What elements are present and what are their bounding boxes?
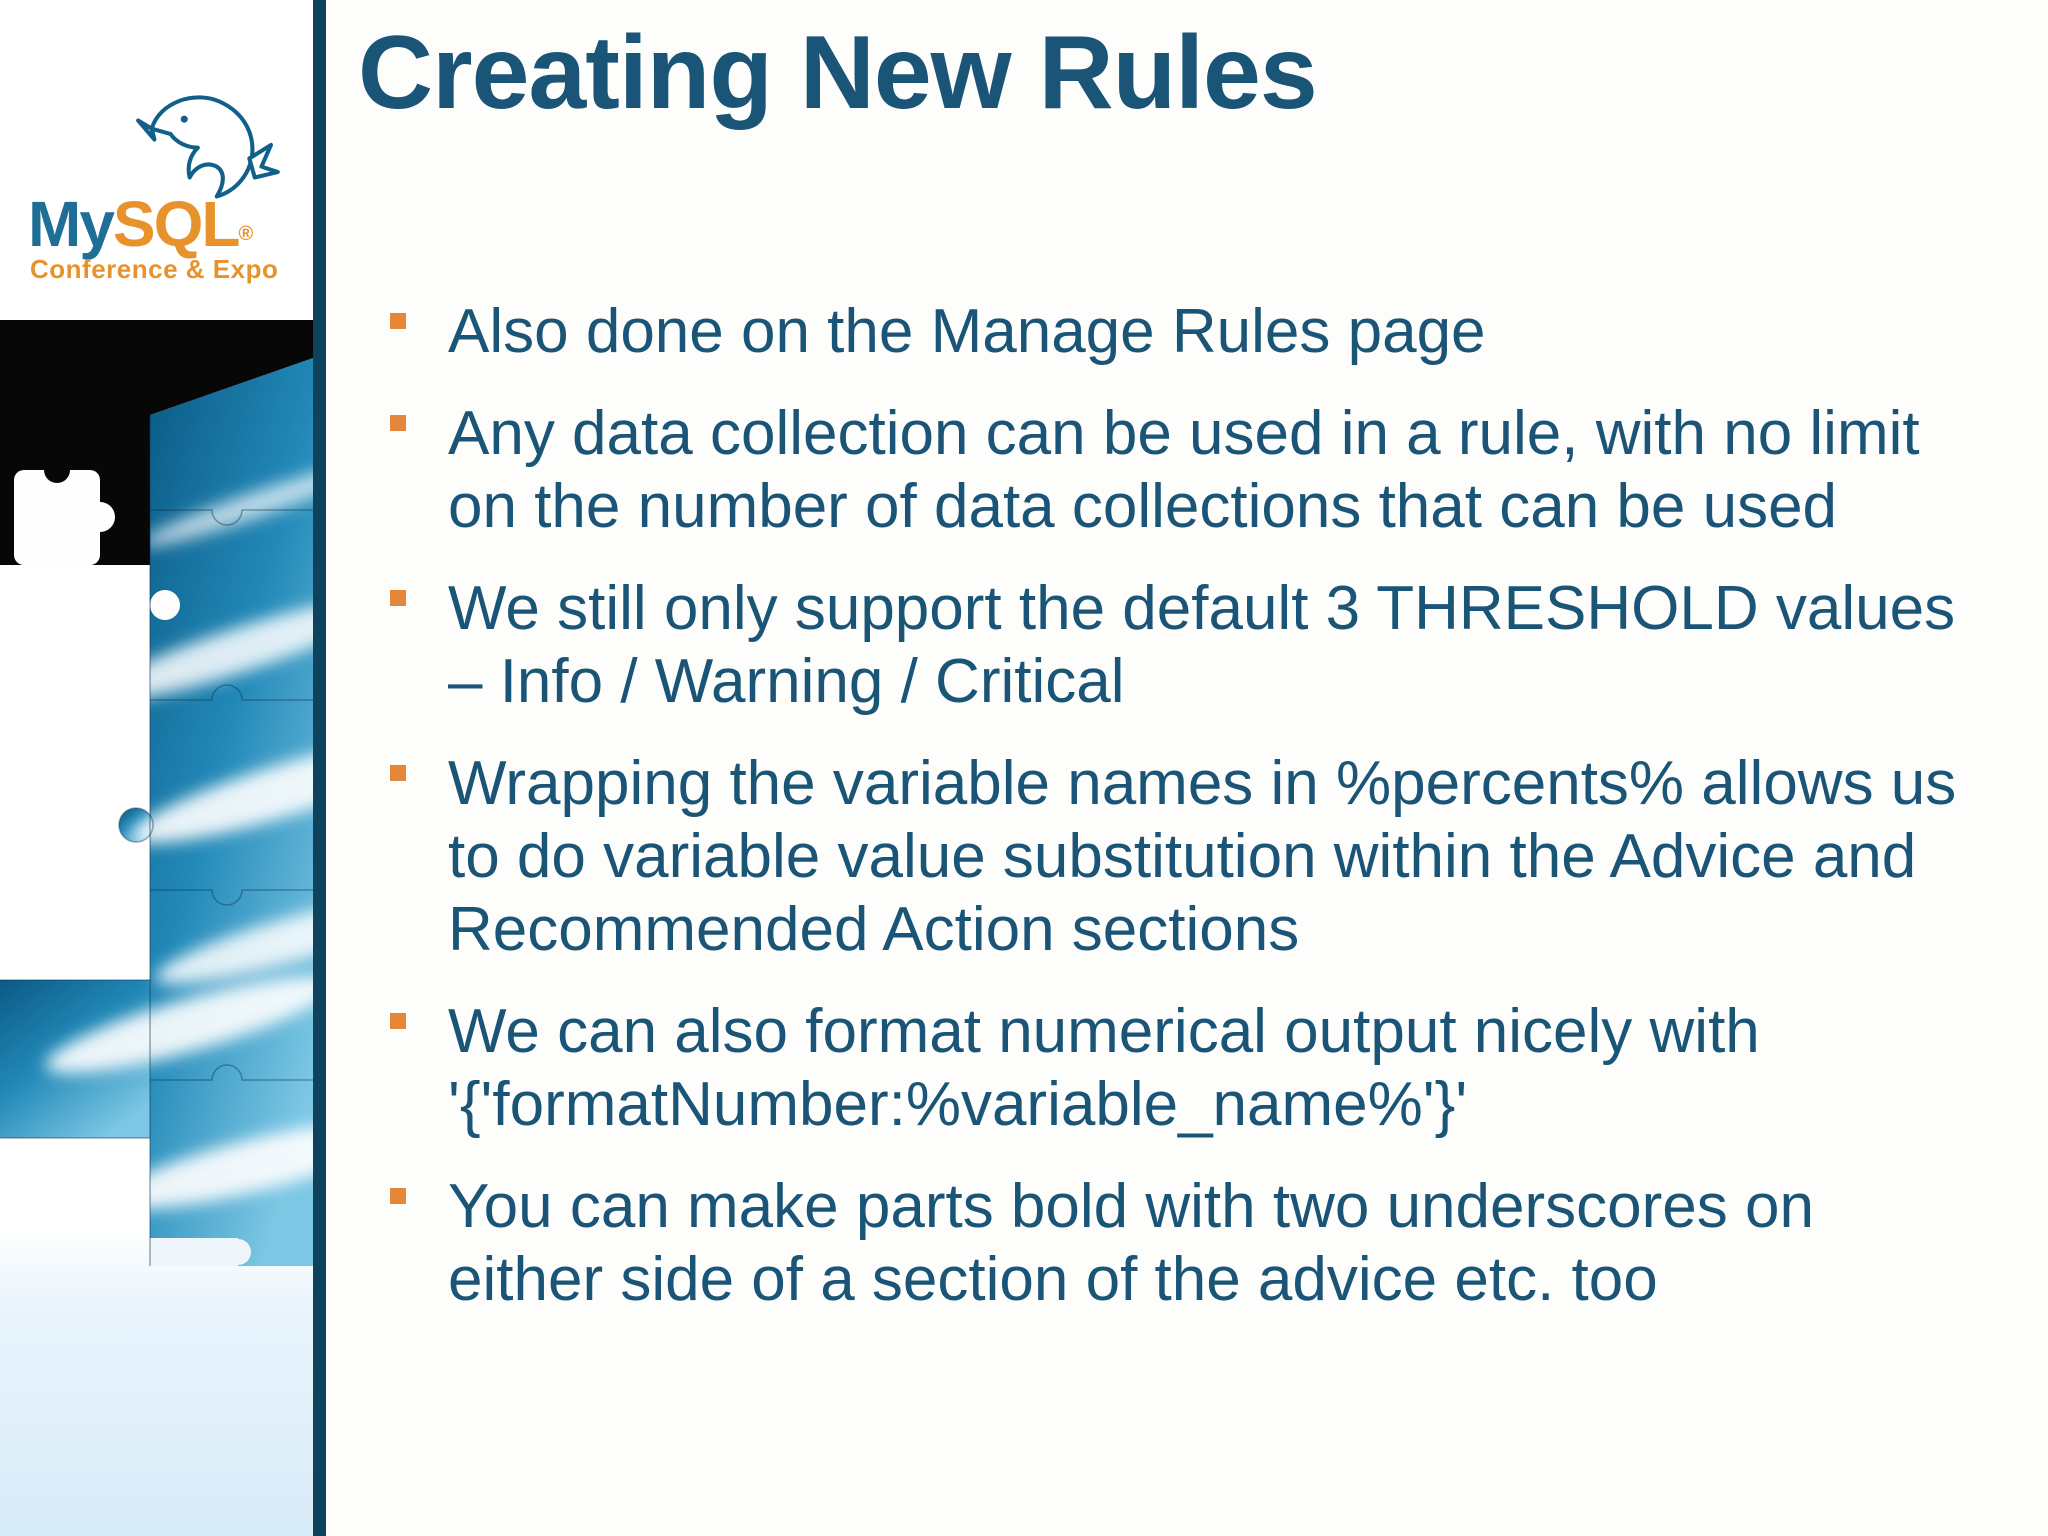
bullet-item: You can make parts bold with two undersc… bbox=[390, 1170, 2030, 1316]
logo-subtitle: Conference & Expo bbox=[30, 254, 279, 284]
bullet-item: We can also format numerical output nice… bbox=[390, 995, 2030, 1141]
dolphin-icon bbox=[136, 95, 280, 199]
mysql-logo: MySQL® Conference & Expo bbox=[0, 0, 313, 320]
earth-puzzle-graphic bbox=[0, 320, 313, 1266]
bullet-text: We can also format numerical output nice… bbox=[448, 997, 1760, 1139]
bullet-square-icon bbox=[390, 313, 406, 329]
bullet-square-icon bbox=[390, 765, 406, 781]
bullet-square-icon bbox=[390, 590, 406, 606]
registered-trademark-symbol: ® bbox=[238, 223, 254, 245]
bullet-item: Any data collection can be used in a rul… bbox=[390, 397, 2030, 543]
bullet-item: We still only support the default 3 THRE… bbox=[390, 572, 2030, 718]
bullet-text: We still only support the default 3 THRE… bbox=[448, 574, 1956, 716]
mysql-wordmark: MySQL® bbox=[28, 192, 253, 256]
sidebar: MySQL® Conference & Expo bbox=[0, 0, 313, 1536]
slide-title: Creating New Rules bbox=[358, 15, 1318, 131]
bullet-item: Also done on the Manage Rules page bbox=[390, 295, 2030, 368]
bullet-square-icon bbox=[390, 1013, 406, 1029]
bullet-text: Also done on the Manage Rules page bbox=[448, 297, 1486, 366]
bullet-text: You can make parts bold with two undersc… bbox=[448, 1172, 1814, 1314]
wordmark-my: My bbox=[28, 188, 115, 260]
sidebar-divider bbox=[313, 0, 326, 1536]
bullet-text: Wrapping the variable names in %percents… bbox=[448, 749, 1957, 964]
bullet-square-icon bbox=[390, 415, 406, 431]
bullet-text: Any data collection can be used in a rul… bbox=[448, 399, 1920, 541]
slide-content: Creating New Rules Also done on the Mana… bbox=[326, 0, 2048, 1536]
wordmark-sql: SQL bbox=[112, 188, 241, 260]
bullet-square-icon bbox=[390, 1188, 406, 1204]
bullet-item: Wrapping the variable names in %percents… bbox=[390, 747, 2030, 966]
